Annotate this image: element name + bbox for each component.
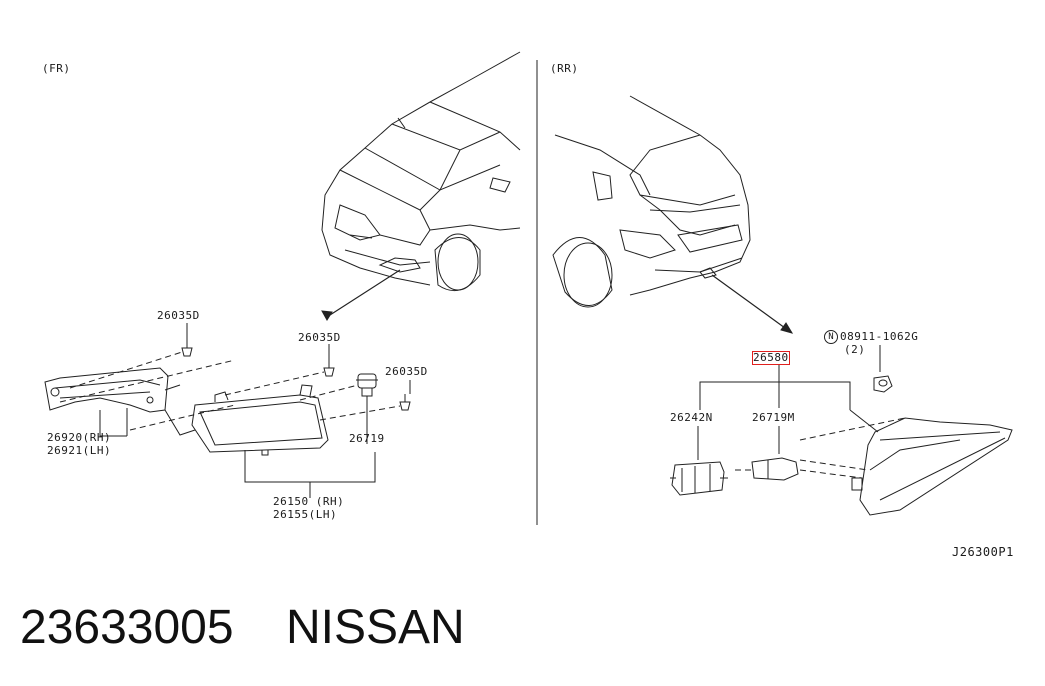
rear-lamp-housing-illustration [851, 417, 1013, 516]
front-bracket-rh-label: 26920(RH) [47, 431, 112, 444]
front-dashed-leaders [59, 351, 401, 431]
rear-leader-lines [697, 345, 881, 460]
diagram-code: J26300P1 [952, 545, 1014, 559]
front-screw-label-1: 26035D [157, 309, 200, 322]
nut-symbol-badge: N [824, 330, 838, 344]
front-screw-label-3: 26035D [385, 365, 428, 378]
rear-socket-illustration [670, 461, 728, 496]
rear-car-illustration [552, 95, 794, 334]
rear-bulb-label: 26719M [752, 411, 795, 424]
front-bulb-illustration [356, 373, 378, 397]
rear-assembly-label-highlighted: 26580 [752, 351, 790, 365]
front-bulb-label: 26719 [349, 432, 385, 445]
front-leader-lines [99, 323, 411, 498]
rear-dashed-leaders [735, 417, 906, 479]
rear-nut-label: 08911-1062G [840, 330, 919, 343]
footer-part-number: 23633005 [20, 601, 234, 654]
rear-bulb-illustration [751, 457, 799, 481]
rear-nut-qty-label: (2) [844, 343, 866, 356]
front-lamp-lh-label: 26155(LH) [273, 508, 338, 521]
front-lamp-rh-label: 26150 (RH) [273, 495, 345, 508]
front-car-illustration [321, 51, 521, 321]
footer-brand: NISSAN [286, 601, 465, 654]
front-section-label: (FR) [42, 62, 71, 75]
front-bracket-lh-label: 26921(LH) [47, 444, 112, 457]
front-fog-lamp-illustration [191, 384, 329, 456]
front-bracket-illustration [44, 367, 181, 413]
front-screw-label-2: 26035D [298, 331, 341, 344]
rear-section-label: (RR) [550, 62, 579, 75]
rear-nut-illustration [873, 375, 893, 393]
front-screws [181, 340, 411, 411]
rear-socket-label: 26242N [670, 411, 713, 424]
